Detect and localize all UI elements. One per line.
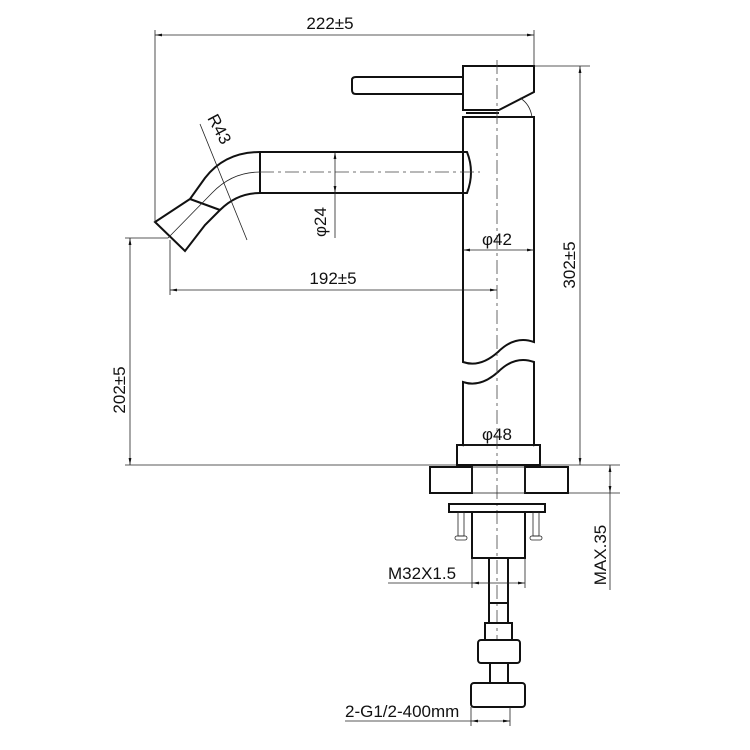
- dim-spout-height: 202±5: [110, 366, 129, 413]
- spout: [153, 123, 480, 253]
- dim-base-diameter: φ48: [482, 425, 512, 444]
- deck-plate: [429, 466, 569, 708]
- faucet-body: [456, 116, 541, 466]
- dim-spout-diameter: φ24: [311, 207, 330, 237]
- handle: [351, 65, 535, 118]
- dim-thread: M32X1.5: [388, 564, 456, 583]
- dim-bend-radius: R43: [203, 111, 234, 147]
- dim-spout-reach: 192±5: [309, 269, 356, 288]
- dim-body-diameter: φ42: [482, 230, 512, 249]
- dim-overall-width: 222±5: [306, 14, 353, 33]
- dimensions: 222±5 302±5 192±5 202±5 R43 φ24 φ42 φ48 …: [110, 14, 620, 726]
- dim-max-deck: MAX.35: [591, 525, 610, 585]
- dim-overall-height: 302±5: [560, 241, 579, 288]
- dim-hoses: 2-G1/2-400mm: [345, 702, 459, 721]
